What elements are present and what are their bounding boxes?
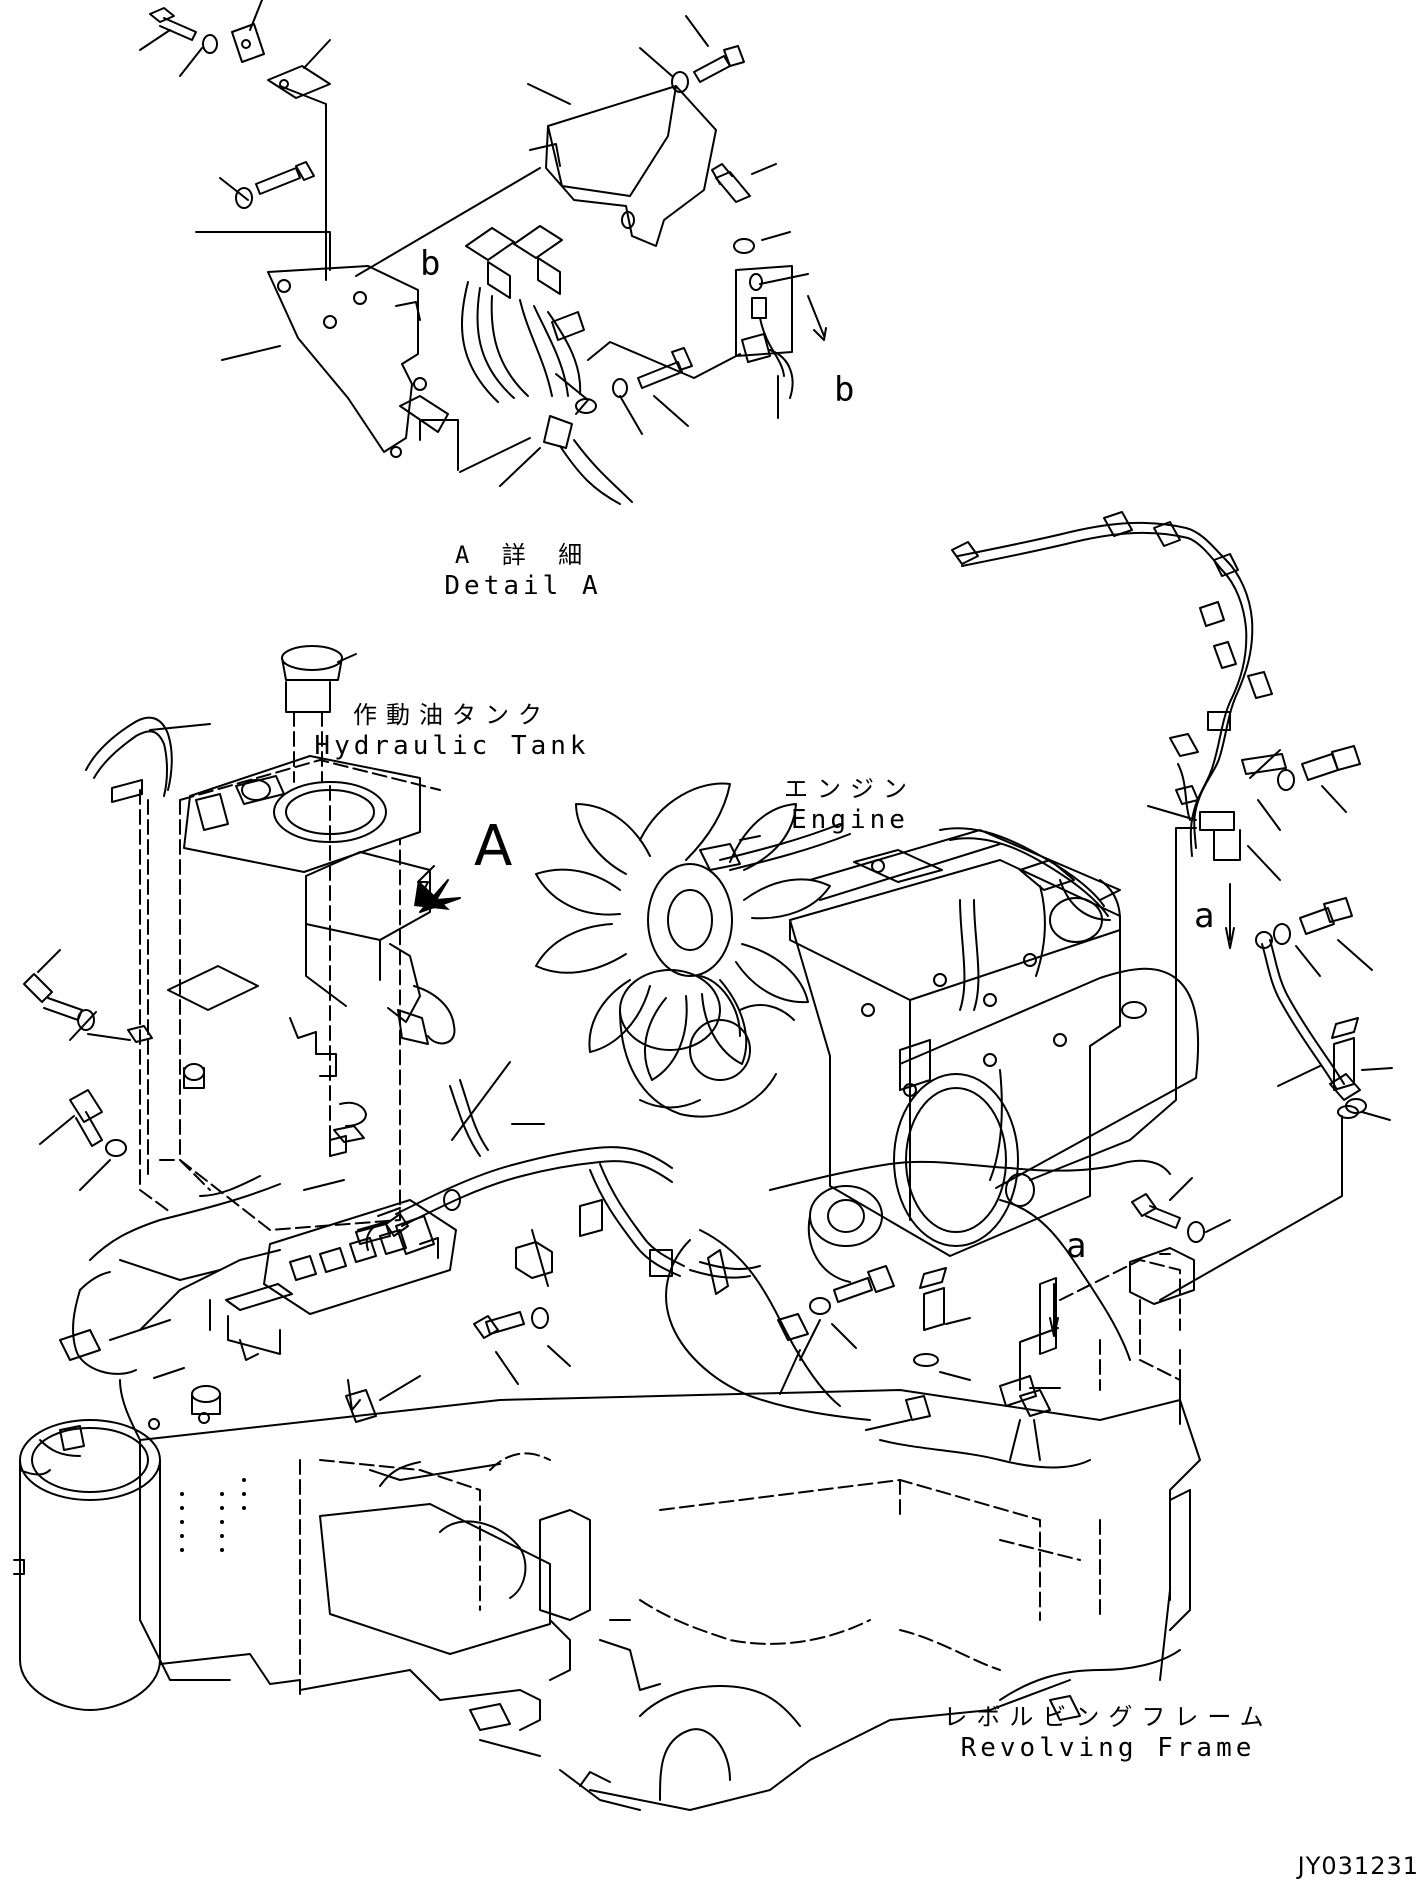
washer <box>1274 924 1290 944</box>
filler-neck <box>282 646 356 782</box>
washer <box>444 1190 460 1210</box>
wire-harness <box>952 512 1286 1180</box>
bolt <box>24 974 82 1020</box>
revolving-frame-label: レボルビングフレーム Revolving Frame <box>943 1702 1272 1764</box>
washer <box>1188 1222 1204 1242</box>
ref-b-left: b <box>420 244 441 284</box>
mounting-bracket <box>268 266 448 457</box>
drawing-code: JY031231 <box>1297 1852 1419 1880</box>
wire-harness-detail <box>462 226 632 504</box>
bolt <box>1132 1194 1180 1228</box>
hydraulic-tank-top <box>184 756 420 872</box>
washer <box>734 239 754 253</box>
air-hose <box>666 1161 1170 1468</box>
view-marker-a: A <box>474 814 513 879</box>
bolt <box>70 1090 102 1146</box>
bolt <box>638 348 692 388</box>
bolt <box>356 1214 408 1244</box>
bolt <box>920 1268 946 1330</box>
connector <box>334 1126 364 1142</box>
washer <box>810 1298 830 1314</box>
connector-cover <box>530 86 716 246</box>
bolt <box>1300 898 1352 934</box>
detail-a-label-en: Detail A <box>444 571 602 601</box>
frame-detail <box>320 1504 1080 1800</box>
swing-cylinder <box>14 1420 160 1710</box>
connector <box>516 1242 552 1278</box>
bolt <box>712 164 750 202</box>
alternator <box>809 1186 882 1282</box>
washer <box>672 72 688 92</box>
ref-a-lower: a <box>1066 1226 1087 1266</box>
starter-motor <box>620 970 794 1117</box>
bolt <box>358 1208 400 1230</box>
bolt <box>834 1266 894 1302</box>
engine-label-jp: エンジン <box>784 775 916 803</box>
engine-label-en: Engine <box>791 805 909 835</box>
engine-label: エンジン Engine <box>784 774 916 836</box>
bolt <box>150 8 196 40</box>
bolt <box>694 46 744 82</box>
washer <box>914 1354 938 1366</box>
tank-handle <box>86 718 210 802</box>
hydraulic-tank-label-jp: 作動油タンク <box>353 701 551 729</box>
washer <box>78 1010 94 1030</box>
clamp <box>906 1396 930 1420</box>
clip-bracket <box>232 24 264 62</box>
washer <box>106 1140 126 1156</box>
harness-main <box>367 1080 760 1294</box>
bolt <box>1332 1018 1358 1090</box>
ref-a-upper: a <box>1194 896 1215 936</box>
hydraulic-tank-label: 作動油タンク Hydraulic Tank <box>314 700 589 762</box>
tank-bracket <box>306 852 454 1044</box>
revolving-frame-dashed <box>300 1453 1100 1700</box>
ground-cable <box>1256 932 1366 1113</box>
relay-block <box>226 1200 456 1360</box>
revolving-frame-body <box>120 1380 1200 1810</box>
ref-b-right: b <box>834 370 855 410</box>
hydraulic-tank-body <box>160 760 440 1230</box>
bolt <box>1302 746 1360 780</box>
cooling-fan <box>536 783 830 1080</box>
washer <box>203 35 217 53</box>
detail-a-group <box>140 0 826 504</box>
revolving-frame-label-en: Revolving Frame <box>960 1733 1256 1763</box>
tank-side <box>140 790 170 1212</box>
sensor-bracket <box>736 266 793 398</box>
revolving-frame-label-jp: レボルビングフレーム <box>943 1703 1273 1731</box>
detail-a-label: A 詳 細 Detail A <box>444 540 601 602</box>
frame-left <box>60 1184 280 1450</box>
hydraulic-tank-label-en: Hydraulic Tank <box>314 731 590 761</box>
connector <box>580 1200 602 1236</box>
washer <box>1278 770 1294 790</box>
engine-block <box>700 824 1120 1256</box>
washer <box>613 379 627 397</box>
bolt <box>256 162 314 194</box>
bolt <box>474 1312 524 1338</box>
washer <box>1338 1106 1358 1118</box>
clamp <box>778 1314 808 1340</box>
washer <box>532 1308 548 1328</box>
muffler <box>894 969 1198 1246</box>
detail-a-label-jp: A 詳 細 <box>454 541 592 569</box>
washer <box>236 188 252 208</box>
